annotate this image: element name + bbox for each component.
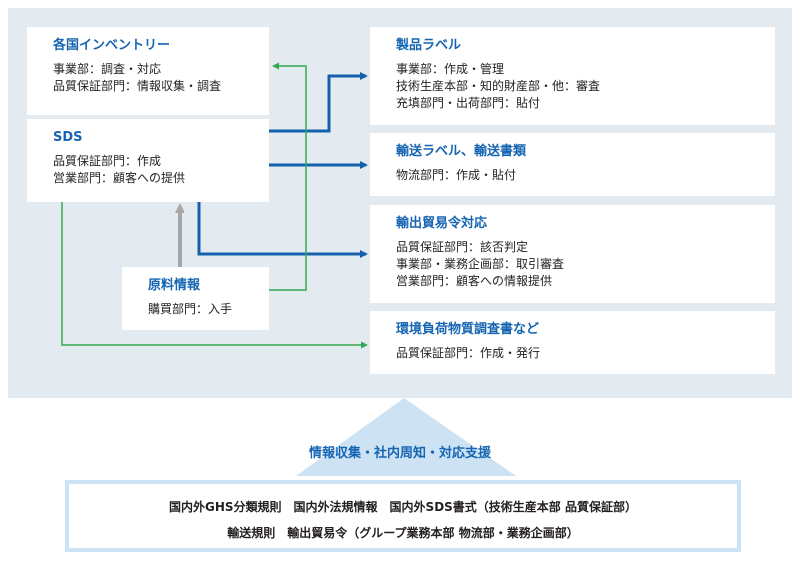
transport-label-line: 物流部門：作成・貼付 (396, 168, 517, 182)
sds-title: SDS (53, 130, 83, 145)
export-control-box: 輸出貿易令対応 品質保証部門：該否判定 事業部・業務企画部：取引審査 営業部門：… (370, 205, 775, 303)
transport-label-box: 輸送ラベル、輸送書類 物流部門：作成・貼付 (370, 133, 775, 196)
inventory-title: 各国インベントリー (53, 38, 171, 53)
inventory-line: 事業部：調査・対応 (53, 62, 162, 76)
support-line: 国内外GHS分類規則 国内外法規情報 国内外SDS書式（技術生産本部 品質保証部… (169, 500, 637, 514)
export-control-line: 事業部・業務企画部：取引審査 (396, 257, 565, 271)
product-label-line: 技術生産本部・知的財産部・他：審査 (396, 79, 601, 93)
arrow-sds-to-product-label (269, 72, 368, 133)
env-survey-line: 品質保証部門：作成・発行 (396, 346, 541, 360)
raw-material-box: 原料情報 購買部門：入手 (122, 267, 269, 330)
env-survey-box: 環境負荷物質調査書など 品質保証部門：作成・発行 (370, 311, 775, 374)
product-label-line: 事業部：作成・管理 (396, 62, 505, 76)
support-line: 輸送規則 輸出貿易令（グループ業務本部 物流部・業務企画部） (227, 526, 579, 540)
export-control-line: 営業部門：顧客への情報提供 (396, 274, 553, 288)
transport-label-title: 輸送ラベル、輸送書類 (396, 144, 527, 159)
support-title: 情報収集・社内周知・対応支援 (308, 446, 491, 461)
sds-line: 営業部門：顧客への提供 (53, 171, 186, 185)
arrow-sds-to-export-control (197, 202, 368, 258)
product-label-title: 製品ラベル (396, 38, 462, 53)
env-survey-title: 環境負荷物質調査書など (396, 322, 540, 337)
sds-box: SDS 品質保証部門：作成 営業部門：顧客への提供 (27, 119, 269, 202)
arrow-sds-to-env-survey (61, 202, 368, 349)
inventory-box: 各国インベントリー 事業部：調査・対応 品質保証部門：情報収集・調査 (27, 27, 269, 115)
product-label-box: 製品ラベル 事業部：作成・管理 技術生産本部・知的財産部・他：審査 充填部門・出… (370, 27, 775, 125)
export-control-line: 品質保証部門：該否判定 (396, 240, 529, 254)
support-box: 国内外GHS分類規則 国内外法規情報 国内外SDS書式（技術生産本部 品質保証部… (65, 480, 741, 552)
raw-material-title: 原料情報 (148, 278, 201, 293)
inventory-line: 品質保証部門：情報収集・調査 (53, 79, 222, 93)
arrow-raw-to-inventory (269, 62, 307, 291)
product-label-line: 充填部門・出荷部門：貼付 (396, 96, 541, 110)
raw-material-line: 購買部門：入手 (148, 302, 233, 316)
sds-line: 品質保証部門：作成 (53, 154, 162, 168)
export-control-title: 輸出貿易令対応 (396, 216, 488, 231)
